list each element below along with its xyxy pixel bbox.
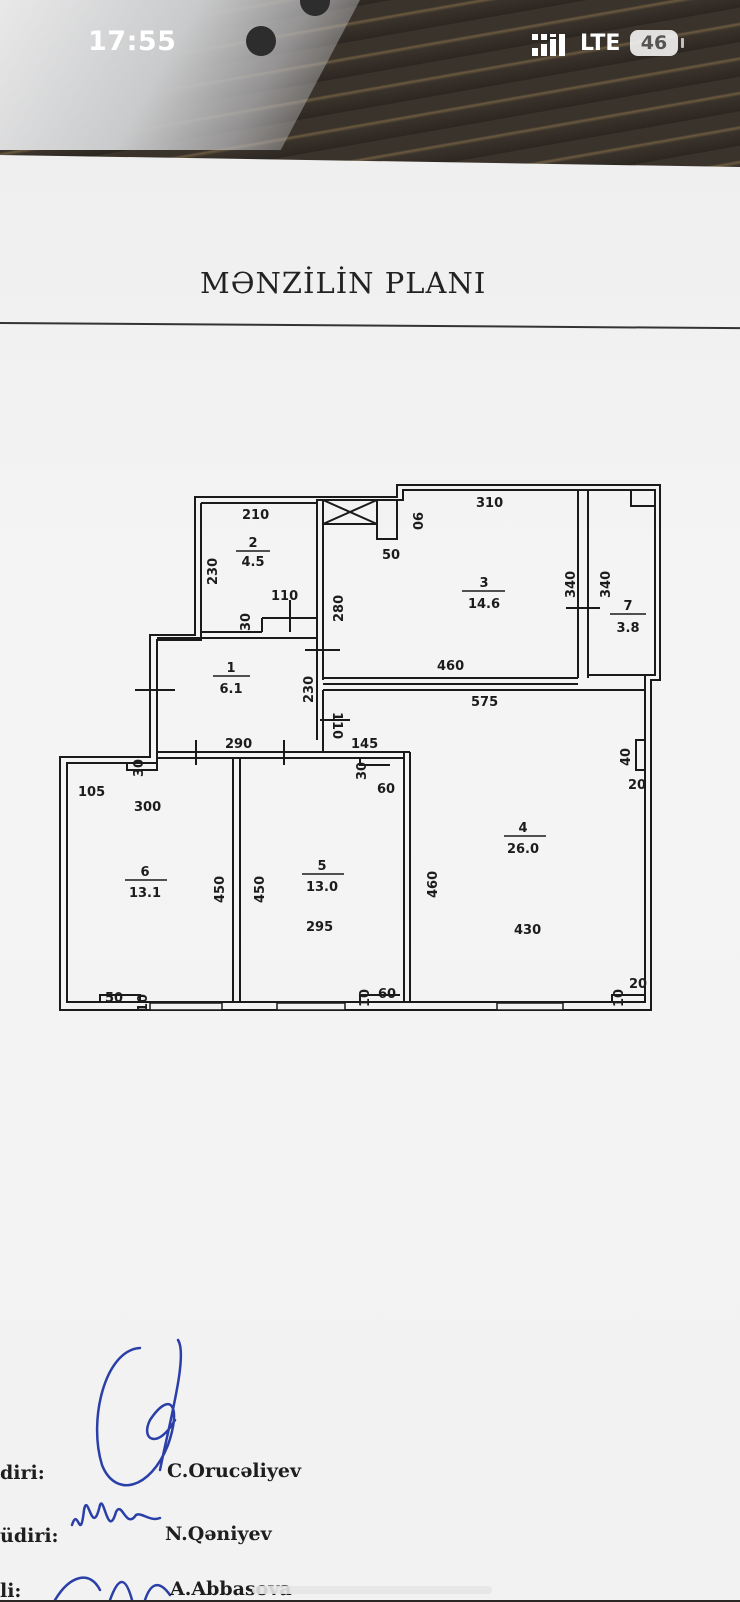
svg-text:10: 10 bbox=[358, 989, 373, 1007]
room-1-label: 1 6.1 bbox=[213, 661, 250, 697]
signature-line-1: diri: bbox=[0, 1462, 45, 1484]
signal-strength-icon bbox=[532, 34, 565, 56]
svg-text:50: 50 bbox=[105, 991, 123, 1006]
svg-text:4.5: 4.5 bbox=[241, 555, 264, 570]
svg-text:300: 300 bbox=[134, 800, 161, 815]
svg-text:6.1: 6.1 bbox=[219, 682, 242, 697]
document-page bbox=[0, 155, 740, 1600]
battery-icon: 46 bbox=[630, 30, 678, 56]
svg-text:290: 290 bbox=[225, 737, 252, 752]
home-indicator[interactable] bbox=[252, 1586, 492, 1594]
room-4-label: 4 26.0 bbox=[504, 821, 546, 857]
page-title: MƏNZİLİN PLANI bbox=[200, 266, 487, 300]
punch-hole bbox=[300, 0, 330, 16]
battery-tip bbox=[681, 38, 684, 48]
svg-text:575: 575 bbox=[471, 695, 498, 710]
svg-text:13.1: 13.1 bbox=[129, 886, 161, 901]
svg-text:340: 340 bbox=[564, 571, 579, 598]
svg-text:280: 280 bbox=[332, 595, 347, 622]
svg-text:210: 210 bbox=[242, 508, 269, 523]
room-5-label: 5 13.0 bbox=[302, 859, 344, 895]
signatory-name-3: A.Abbasova bbox=[170, 1578, 292, 1600]
window bbox=[276, 1002, 346, 1011]
room-2-label: 2 4.5 bbox=[236, 536, 270, 570]
svg-text:13.0: 13.0 bbox=[306, 880, 338, 895]
svg-text:10: 10 bbox=[136, 994, 151, 1012]
svg-text:340: 340 bbox=[599, 571, 614, 598]
svg-text:430: 430 bbox=[514, 923, 541, 938]
room-6-label: 6 13.1 bbox=[125, 865, 167, 901]
svg-text:105: 105 bbox=[78, 785, 105, 800]
svg-text:30: 30 bbox=[355, 762, 370, 780]
signature-3 bbox=[53, 1576, 172, 1600]
svg-text:110: 110 bbox=[329, 712, 344, 739]
svg-text:20: 20 bbox=[628, 778, 646, 793]
svg-text:230: 230 bbox=[302, 676, 317, 703]
punch-hole bbox=[246, 26, 276, 56]
svg-text:295: 295 bbox=[306, 920, 333, 935]
svg-text:450: 450 bbox=[253, 876, 268, 903]
window bbox=[496, 1002, 564, 1011]
svg-text:310: 310 bbox=[476, 496, 503, 511]
room-labels: 2 4.5 3 14.6 7 3.8 1 6.1 6 13.1 5 13.0 bbox=[125, 536, 646, 901]
svg-text:110: 110 bbox=[271, 589, 298, 604]
battery-level: 46 bbox=[640, 32, 668, 54]
network-type: LTE bbox=[580, 31, 621, 56]
signature-2 bbox=[70, 1502, 162, 1527]
svg-text:30: 30 bbox=[239, 613, 254, 631]
svg-text:1: 1 bbox=[226, 661, 235, 676]
window bbox=[149, 1002, 223, 1011]
signatory-role: üdiri: bbox=[0, 1525, 59, 1547]
svg-text:60: 60 bbox=[378, 987, 396, 1002]
svg-text:40: 40 bbox=[619, 748, 634, 766]
svg-text:7: 7 bbox=[623, 599, 632, 614]
svg-text:30: 30 bbox=[132, 759, 147, 777]
svg-text:450: 450 bbox=[213, 876, 228, 903]
svg-text:4: 4 bbox=[518, 821, 527, 836]
signature-1 bbox=[95, 1338, 183, 1487]
room-7-label: 7 3.8 bbox=[610, 599, 646, 636]
svg-text:50: 50 bbox=[382, 548, 400, 563]
signatory-role: li: bbox=[0, 1580, 22, 1602]
signatory-role: diri: bbox=[0, 1462, 45, 1484]
room-3-label: 3 14.6 bbox=[462, 576, 505, 612]
svg-text:460: 460 bbox=[437, 659, 464, 674]
dimension-labels: 210 230 110 30 50 90 310 280 340 340 460… bbox=[78, 496, 647, 1012]
svg-text:10: 10 bbox=[612, 989, 627, 1007]
svg-text:3: 3 bbox=[479, 576, 488, 591]
svg-text:26.0: 26.0 bbox=[507, 842, 539, 857]
svg-text:3.8: 3.8 bbox=[616, 621, 639, 636]
signatory-name-1: C.Orucəliyev bbox=[167, 1460, 302, 1482]
outer-wall bbox=[59, 484, 661, 1011]
signatory-name-2: N.Qəniyev bbox=[165, 1523, 272, 1545]
svg-text:2: 2 bbox=[248, 536, 257, 551]
svg-text:14.6: 14.6 bbox=[468, 597, 500, 612]
svg-text:6: 6 bbox=[140, 865, 149, 880]
svg-text:230: 230 bbox=[206, 558, 221, 585]
status-time: 17:55 bbox=[88, 26, 177, 57]
svg-text:145: 145 bbox=[351, 737, 378, 752]
status-bar: 17:55 LTE 46 bbox=[0, 0, 740, 90]
svg-text:60: 60 bbox=[377, 782, 395, 797]
svg-text:90: 90 bbox=[409, 512, 424, 530]
signature-line-3: li: bbox=[0, 1580, 21, 1602]
signature-line-2: üdiri: bbox=[0, 1525, 59, 1547]
svg-text:20: 20 bbox=[629, 977, 647, 992]
svg-text:5: 5 bbox=[317, 859, 326, 874]
svg-text:460: 460 bbox=[426, 871, 441, 898]
